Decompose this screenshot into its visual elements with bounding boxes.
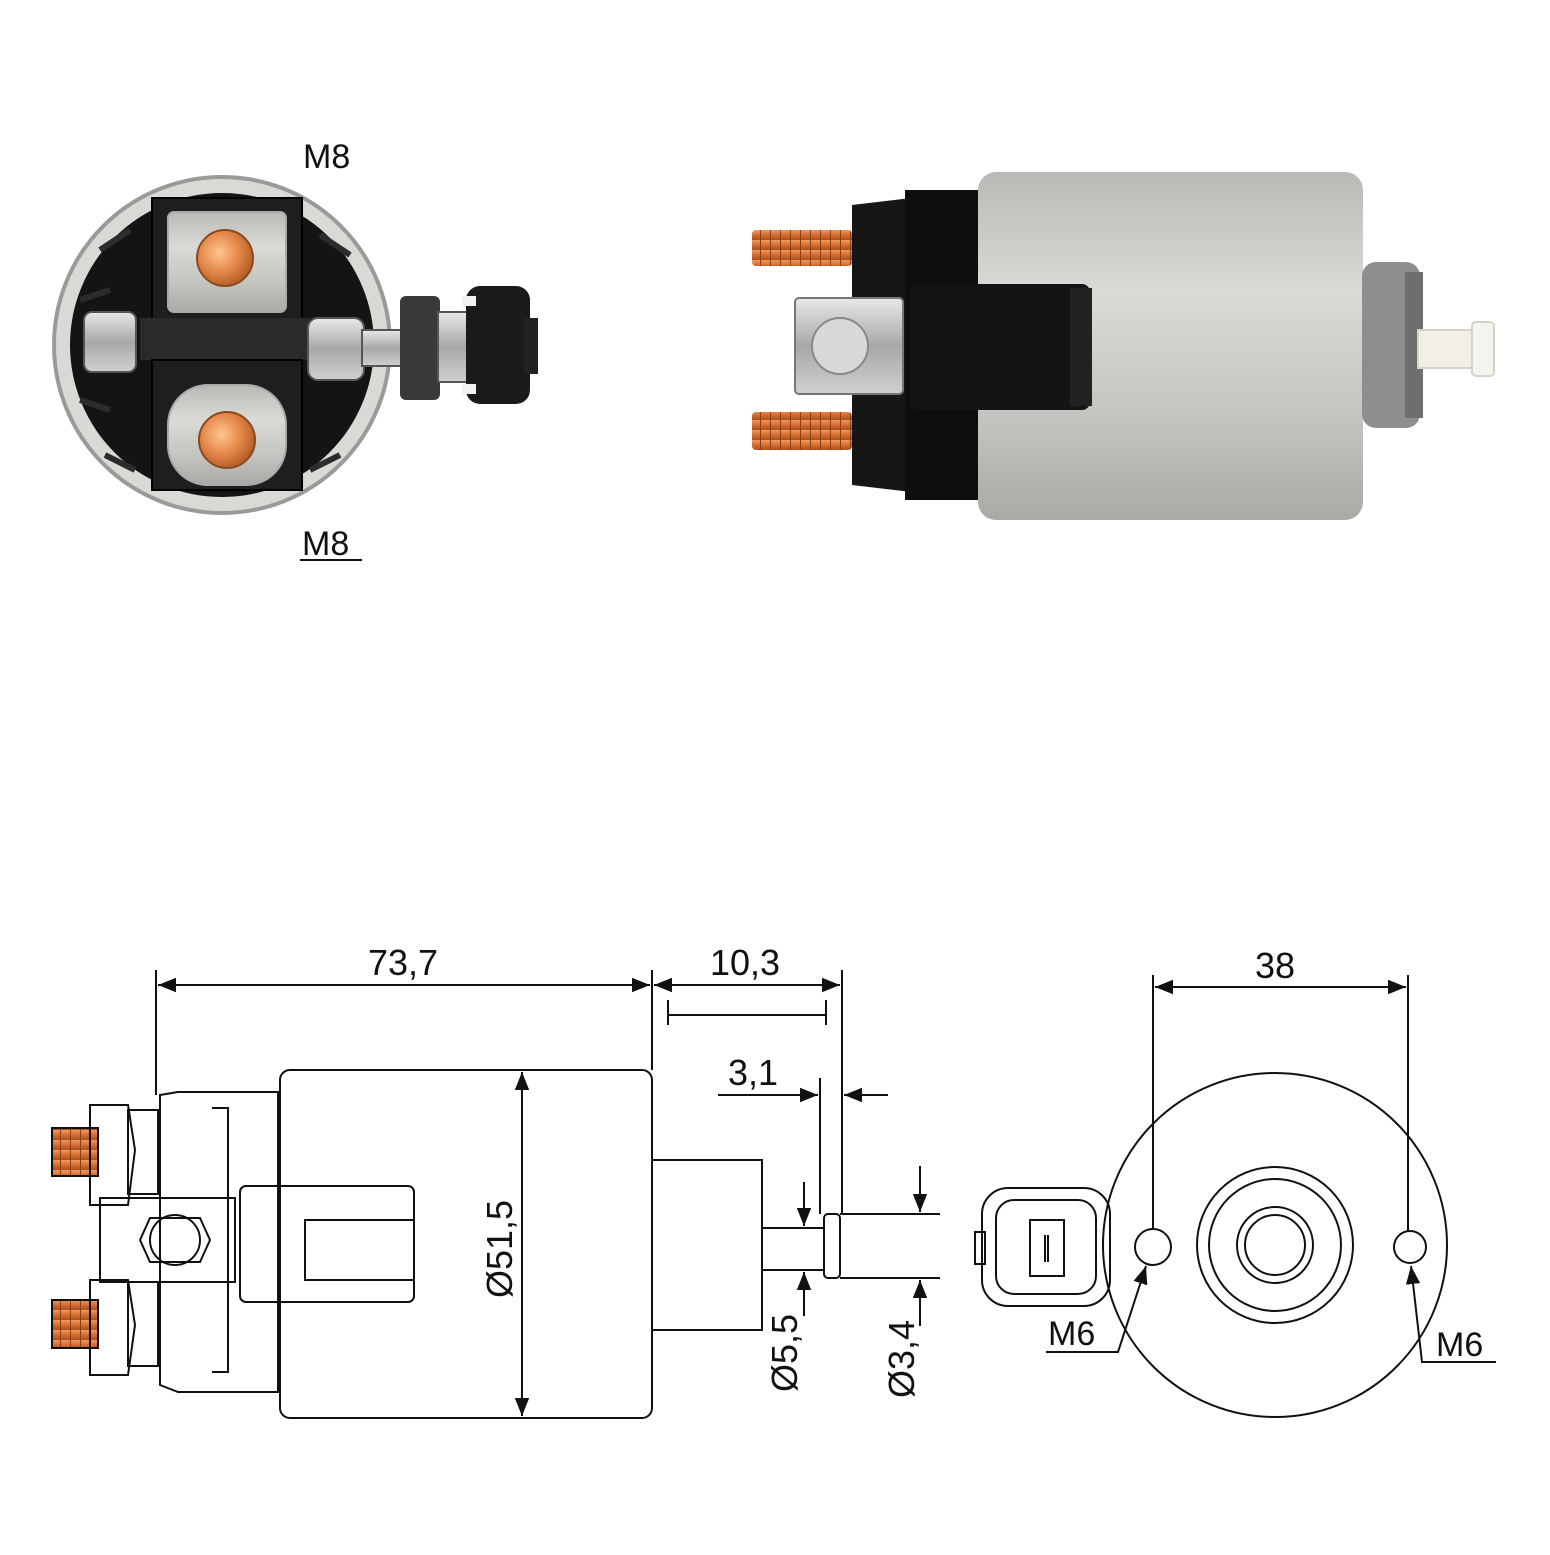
end-view-plunger-outer (1236, 1206, 1314, 1284)
overall-length-label: 73,7 (368, 942, 438, 983)
bottom-terminal-stud (198, 411, 256, 469)
side-connector-plug (466, 286, 530, 404)
drawing-bushing (651, 1159, 763, 1331)
plunger-diameter-label: Ø5,5 (764, 1314, 805, 1392)
side-terminal-nut (307, 317, 365, 381)
drawing-cap-step (212, 1107, 229, 1373)
drawing-plunger (761, 1227, 825, 1271)
photo-end-view: M8 M8 (52, 138, 538, 563)
drawing-end-view (974, 975, 1496, 1418)
drawing-housing (279, 1069, 653, 1419)
plug-latch-top (462, 296, 476, 306)
drawing-plunger-tip (823, 1213, 841, 1279)
connector-block (910, 284, 1090, 410)
left-hole-thread-label: M6 (1048, 1315, 1095, 1353)
end-view-connector-latch (974, 1231, 986, 1265)
right-mount-hole (1393, 1230, 1427, 1264)
left-m6-leader (1046, 1265, 1148, 1353)
plunger-extension-label: 10,3 (710, 942, 780, 983)
lower-copper-stud (752, 412, 852, 450)
connector-ridge (1070, 288, 1092, 406)
cap-ribs (79, 227, 352, 473)
bracket-bolt (811, 317, 869, 375)
drawing-bracket-bolt (149, 1214, 201, 1266)
end-view-bushing-outer (1196, 1166, 1354, 1324)
drawing-bracket (99, 1197, 236, 1283)
plug-tip (524, 318, 538, 374)
drawing-connector (239, 1185, 415, 1303)
upper-copper-stud (752, 230, 852, 266)
end-view-connector-body (981, 1187, 1111, 1307)
right-hole-thread-label: M6 (1436, 1326, 1483, 1364)
drawing-upper-stud (51, 1127, 99, 1177)
end-view-bushing-inner (1208, 1178, 1342, 1312)
silver-housing (978, 172, 1363, 520)
bushing-face (1405, 272, 1423, 418)
tip-length-label: 3,1 (728, 1052, 778, 1093)
plug-latch-bottom (462, 384, 476, 394)
drawing-connector-slot (304, 1219, 415, 1281)
top-terminal-stud (196, 229, 254, 287)
body-diameter-label: Ø51,5 (479, 1200, 520, 1298)
end-view-plunger-inner (1244, 1214, 1306, 1276)
hole-spacing-label: 38 (1255, 945, 1295, 986)
left-strap-nut (83, 311, 137, 373)
bottom-thread-label: M8 (302, 525, 349, 563)
end-view-connector-pin (1029, 1219, 1065, 1277)
side-connector-washer (400, 296, 440, 400)
drawing-lower-washer (127, 1281, 159, 1367)
drawing-lower-nut (89, 1279, 137, 1376)
drawing-side-view (51, 970, 940, 1419)
drawing-lower-stud (51, 1299, 99, 1349)
end-view-outline (1102, 1072, 1448, 1418)
top-thread-label: M8 (303, 138, 350, 176)
drawing-end-cap (159, 1091, 279, 1393)
right-m6-leader (1405, 1265, 1496, 1363)
plunger-shaft (1417, 329, 1477, 369)
plunger-tip (1471, 321, 1495, 377)
tip-diameter-label: Ø3,4 (881, 1320, 922, 1398)
side-terminal-bolt (361, 329, 403, 367)
connector-strap (140, 318, 310, 360)
side-connector-nut (437, 311, 469, 383)
photo-side-view (752, 172, 1495, 520)
extension-bracket (667, 1000, 827, 1025)
drawing-bracket-hex (138, 1217, 212, 1263)
end-view-connector-inner (995, 1199, 1097, 1295)
drawing-upper-washer (127, 1109, 159, 1195)
drawing-upper-nut (89, 1104, 137, 1206)
left-mount-hole (1134, 1228, 1172, 1266)
